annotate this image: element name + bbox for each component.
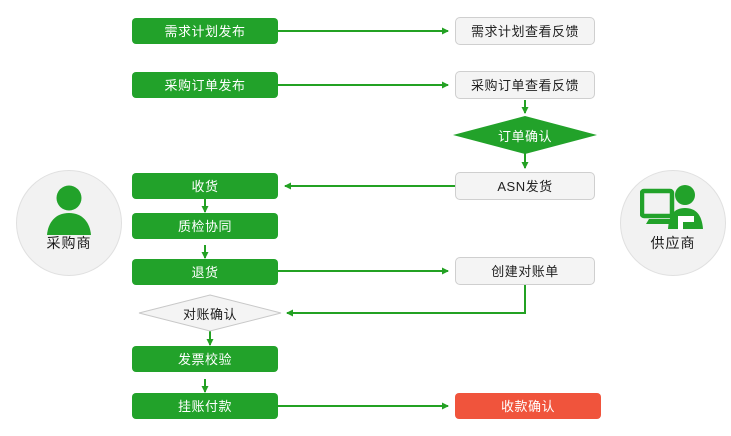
person-icon — [17, 183, 121, 237]
node-label: 发票校验 — [177, 351, 232, 367]
node-po-feedback[interactable]: 采购订单查看反馈 — [455, 71, 595, 99]
node-receipt-confirm[interactable]: 收款确认 — [455, 393, 601, 419]
person-with-computer-icon — [621, 183, 725, 237]
actor-buyer-label: 采购商 — [46, 235, 92, 251]
node-label: 质检协同 — [177, 218, 232, 234]
node-label: 需求计划查看反馈 — [470, 23, 579, 39]
node-quality-check[interactable]: 质检协同 — [132, 213, 278, 239]
actor-supplier-label: 供应商 — [650, 235, 696, 251]
decision-label: 对账确认 — [182, 306, 237, 322]
node-label: 采购订单发布 — [164, 77, 246, 93]
actor-buyer[interactable]: 采购商 — [16, 170, 122, 276]
node-receive-goods[interactable]: 收货 — [132, 173, 278, 199]
node-label: 退货 — [191, 264, 219, 280]
actor-supplier[interactable]: 供应商 — [620, 170, 726, 276]
node-label: 收款确认 — [500, 398, 555, 414]
decision-statement-confirm[interactable]: 对账确认 — [138, 294, 282, 332]
decision-order-confirm[interactable]: 订单确认 — [453, 116, 597, 154]
node-label: 挂账付款 — [177, 398, 232, 414]
node-demand-plan-publish[interactable]: 需求计划发布 — [132, 18, 278, 44]
node-invoice-verify[interactable]: 发票校验 — [132, 346, 278, 372]
node-label: ASN发货 — [497, 178, 553, 194]
decision-label: 订单确认 — [497, 128, 552, 144]
node-po-publish[interactable]: 采购订单发布 — [132, 72, 278, 98]
node-demand-plan-feedback[interactable]: 需求计划查看反馈 — [455, 17, 595, 45]
node-asn-ship[interactable]: ASN发货 — [455, 172, 595, 200]
node-payable-payment[interactable]: 挂账付款 — [132, 393, 278, 419]
edge-statement-confirm — [286, 285, 526, 317]
diamond-shape-green — [453, 116, 597, 154]
node-create-statement[interactable]: 创建对账单 — [455, 257, 595, 285]
node-label: 收货 — [191, 178, 219, 194]
node-label: 采购订单查看反馈 — [470, 77, 579, 93]
node-return-goods[interactable]: 退货 — [132, 259, 278, 285]
node-label: 需求计划发布 — [164, 23, 246, 39]
node-label: 创建对账单 — [491, 263, 559, 279]
